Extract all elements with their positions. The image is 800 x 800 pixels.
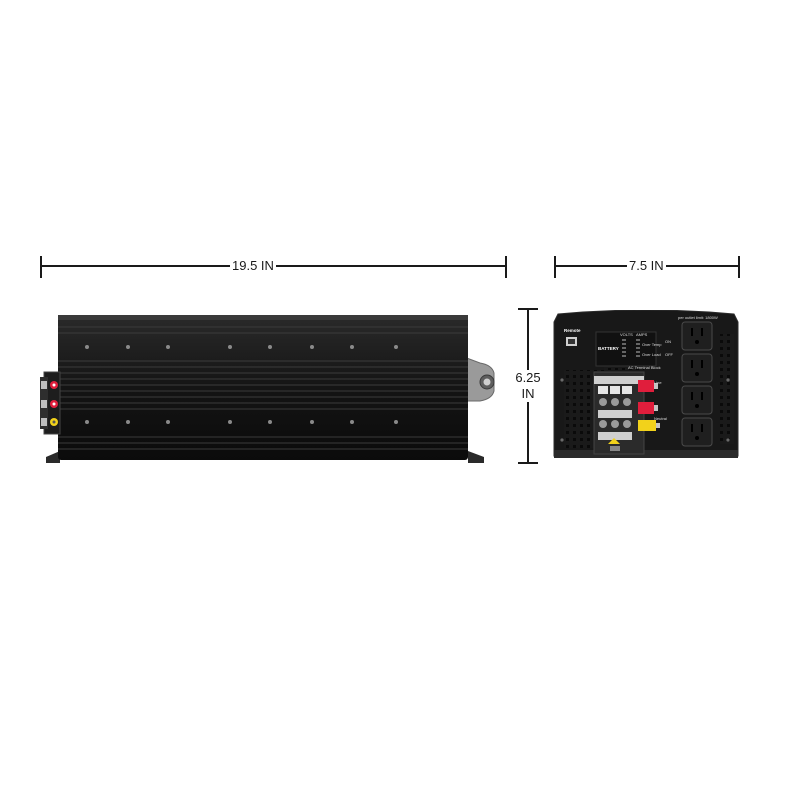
width-tick-right bbox=[738, 256, 740, 278]
height-unit: IN bbox=[521, 386, 535, 401]
over-load-label: Over Load bbox=[642, 352, 661, 357]
heatsink-fins bbox=[58, 326, 468, 450]
rear-screws bbox=[560, 378, 730, 442]
ac-terminal-label: AC Terminal Block bbox=[628, 365, 661, 370]
remote-label: Remote bbox=[564, 328, 581, 333]
neutral-label: Neutral bbox=[654, 416, 667, 421]
ac-outlet-1 bbox=[681, 321, 713, 351]
outlet-note: per outlet limit: 1800W bbox=[678, 315, 718, 320]
on-label: ON bbox=[665, 339, 671, 344]
side-foot-right bbox=[468, 451, 484, 463]
height-value: 6.25 bbox=[515, 370, 541, 385]
dc-terminal-yellow-icon bbox=[638, 420, 660, 431]
dc-terminal-red-icon-2 bbox=[638, 402, 658, 414]
dc-terminal-red-icon bbox=[638, 380, 658, 392]
volts-label: VOLTS bbox=[620, 332, 633, 337]
inverter-rear-view: Remote per outlet limit: 1800W VOLTS AMP… bbox=[553, 310, 739, 458]
width-label: 7.5 IN bbox=[627, 258, 666, 273]
remote-port: Remote bbox=[564, 328, 581, 346]
battery-label: BATTERY bbox=[598, 346, 619, 351]
inverter-side-view bbox=[40, 315, 495, 463]
screw-row-bottom bbox=[85, 420, 398, 424]
ac-outlet-2 bbox=[681, 353, 713, 383]
ac-outlet-4 bbox=[681, 417, 713, 447]
length-label: 19.5 IN bbox=[230, 258, 276, 273]
side-foot-left bbox=[46, 451, 60, 463]
amps-label: AMPS bbox=[636, 332, 648, 337]
height-tick-bottom bbox=[518, 462, 538, 464]
off-label: OFF bbox=[665, 352, 674, 357]
ac-terminal-block bbox=[593, 371, 645, 455]
battery-indicator-panel: VOLTS AMPS BATTERY Over Temp Over Load bbox=[595, 331, 662, 367]
length-tick-left bbox=[40, 256, 42, 278]
vent-grid-right bbox=[720, 334, 734, 444]
height-label: 6.25 IN bbox=[509, 370, 547, 402]
power-switch: ON OFF bbox=[665, 339, 674, 357]
side-body bbox=[58, 315, 468, 460]
ground-lug-bracket bbox=[463, 356, 495, 402]
line-label: Line bbox=[654, 380, 662, 385]
width-tick-left bbox=[554, 256, 556, 278]
ac-outlet-3 bbox=[681, 385, 713, 415]
length-tick-right bbox=[505, 256, 507, 278]
screw-row-top bbox=[85, 345, 398, 349]
dc-terminal-block bbox=[40, 371, 61, 435]
over-temp-label: Over Temp bbox=[642, 342, 662, 347]
